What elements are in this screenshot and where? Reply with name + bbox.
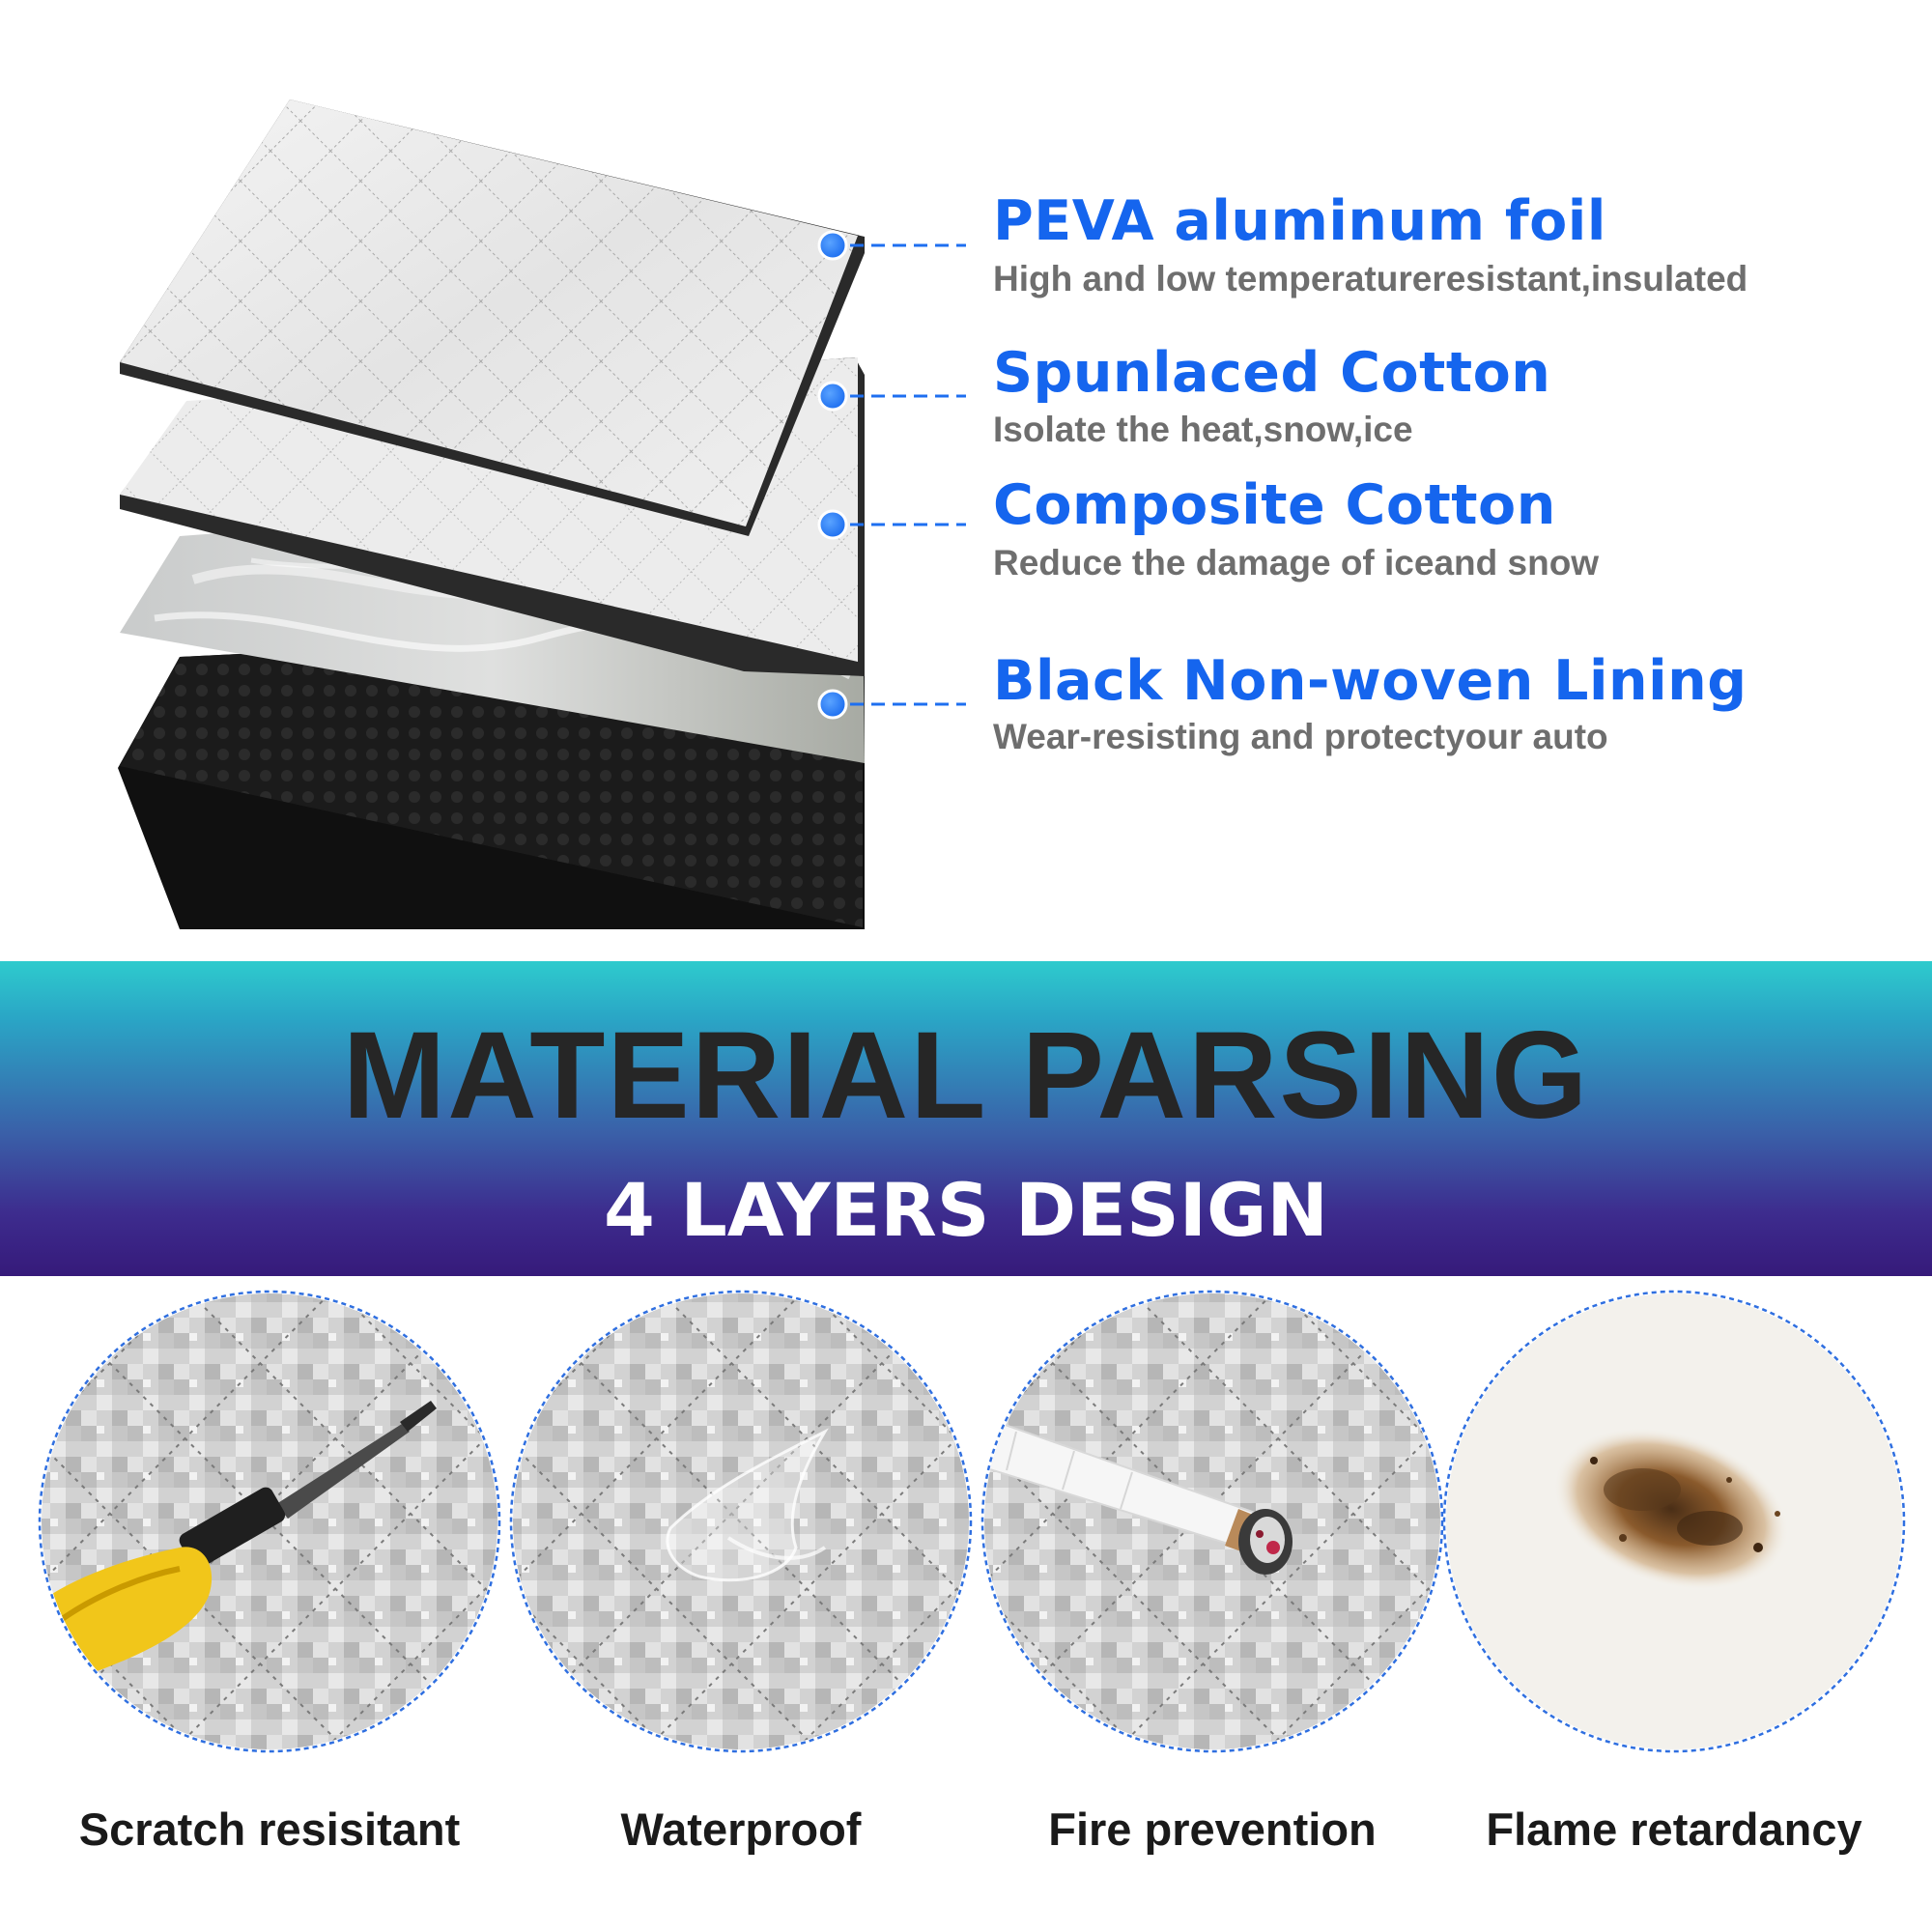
layer-desc-black-lining: Wear-resisting and protectyour auto (993, 717, 1608, 756)
connector-black-lining (817, 689, 966, 720)
water-drop-icon (666, 1428, 829, 1582)
layer-stack-illustration (118, 99, 966, 929)
feature-fire-image (980, 1290, 1444, 1753)
layer-title-peva: PEVA aluminum foil (993, 189, 1606, 253)
feature-label-waterproof: Waterproof (620, 1804, 862, 1855)
connector-spunlaced (817, 381, 966, 412)
banner-title: MATERIAL PARSING (342, 1007, 1590, 1145)
feature-label-scratch: Scratch resisitant (78, 1804, 461, 1855)
feature-label-fire: Fire prevention (1048, 1804, 1377, 1855)
layer-title-black-lining: Black Non-woven Lining (993, 649, 1747, 713)
layer-title-spunlaced: Spunlaced Cotton (993, 341, 1551, 405)
feature-flame-image (1442, 1290, 1906, 1753)
connector-composite (817, 509, 966, 540)
peva-foil-layer (120, 99, 865, 536)
feature-waterproof-image (509, 1290, 973, 1753)
banner (0, 961, 1932, 1276)
feature-scratch-image (38, 1290, 501, 1753)
layer-title-composite: Composite Cotton (993, 473, 1556, 537)
connector-peva (817, 230, 966, 261)
burn-mark-icon (1553, 1428, 1789, 1590)
layer-desc-peva: High and low temperatureresistant,insula… (993, 259, 1748, 298)
layer-desc-composite: Reduce the damage of iceand snow (993, 543, 1600, 582)
banner-subtitle: 4 LAYERS DESIGN (604, 1167, 1328, 1253)
feature-label-flame: Flame retardancy (1486, 1804, 1862, 1855)
layer-desc-spunlaced: Isolate the heat,snow,ice (993, 410, 1413, 449)
